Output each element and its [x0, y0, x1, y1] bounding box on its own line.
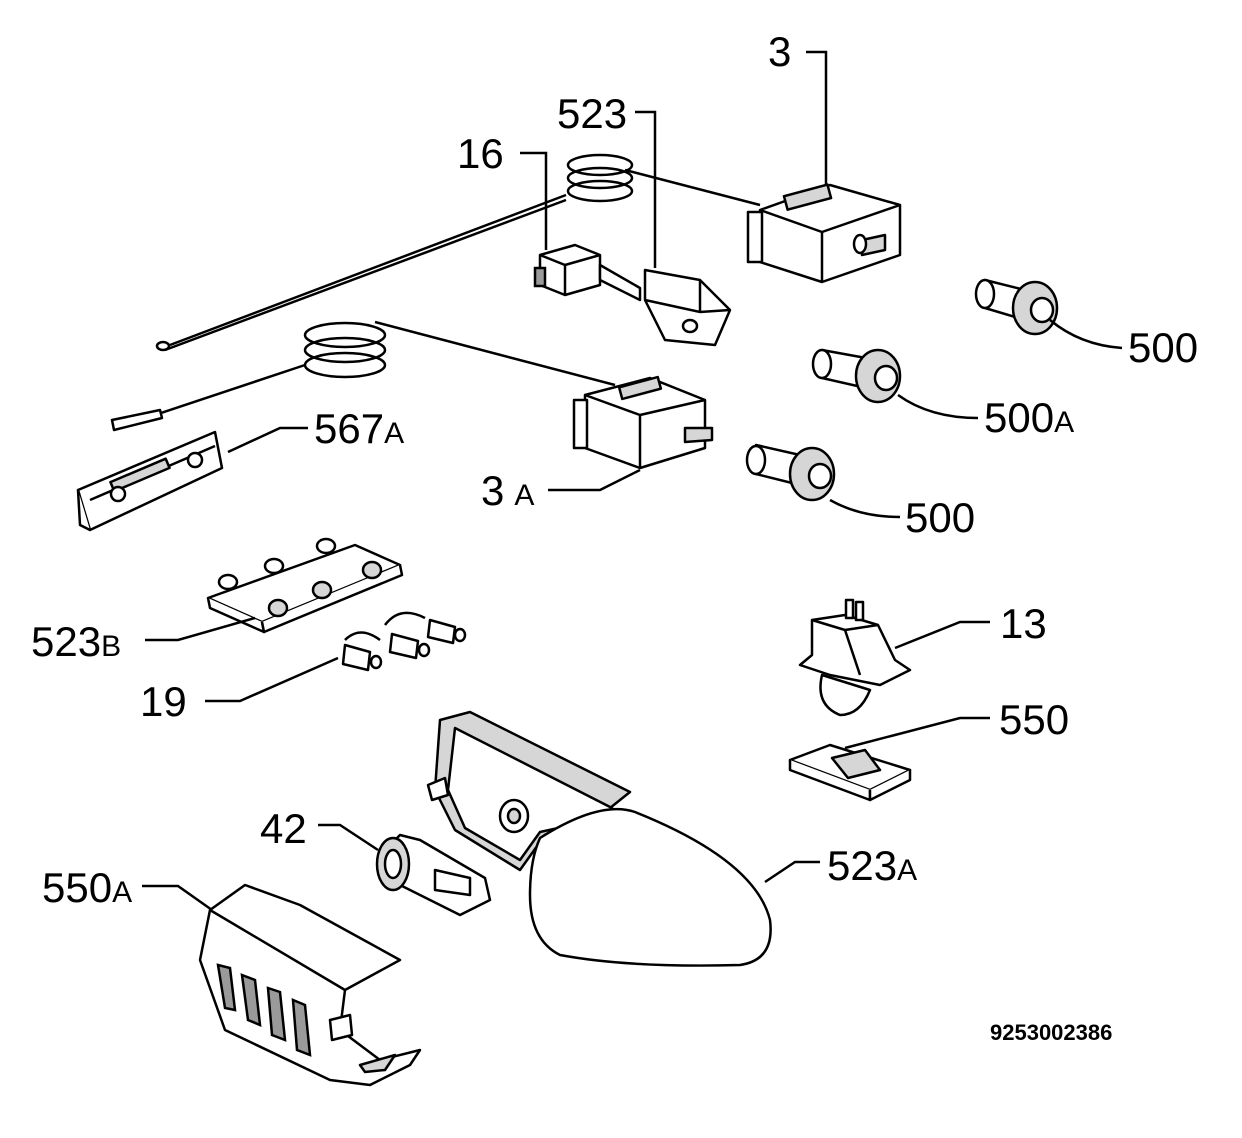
part-523A-housing [426, 710, 772, 967]
label-550A-suffix: A [112, 876, 132, 909]
label-500A-suffix: A [1054, 406, 1074, 439]
label-523B: 523B [31, 618, 121, 665]
label-16: 16 [457, 130, 504, 177]
label-3: 3 [768, 28, 791, 75]
document-number: 9253002386 [990, 1020, 1112, 1045]
label-500A: 500A [984, 394, 1074, 441]
part-3A-thermostat [110, 320, 714, 470]
label-550A: 550A [42, 864, 132, 911]
label-523A: 523A [827, 842, 917, 889]
part-500-knob-lower [745, 443, 836, 502]
label-567A: 567A [314, 405, 404, 452]
part-567A-bracket [76, 430, 224, 532]
part-550A-cover [198, 883, 422, 1087]
label-523B-suffix: B [101, 630, 121, 663]
label-550A-number: 550 [42, 864, 112, 911]
part-13-socket [798, 598, 912, 717]
label-523B-number: 523 [31, 618, 101, 665]
part-19-bulbs [341, 611, 467, 672]
part-500-knob-upper [974, 278, 1059, 336]
label-567A-suffix: A [384, 417, 404, 450]
label-500-lower: 500 [905, 494, 975, 541]
label-567A-number: 567 [314, 405, 384, 452]
part-16-switch [533, 243, 642, 302]
part-42-socket [375, 833, 492, 917]
label-500A-number: 500 [984, 394, 1054, 441]
label-550: 550 [999, 696, 1069, 743]
part-523-bracket [643, 268, 732, 347]
label-3A-number: 3 [481, 467, 504, 514]
label-13: 13 [1000, 600, 1047, 647]
part-523B-strip [206, 537, 404, 634]
part-550-clip [788, 743, 912, 802]
label-523: 523 [557, 90, 627, 137]
label-19: 19 [140, 678, 187, 725]
part-3-thermostat [155, 153, 902, 352]
leader-lines [142, 50, 1123, 912]
label-523A-suffix: A [897, 854, 917, 887]
label-42: 42 [260, 805, 307, 852]
label-500-upper: 500 [1128, 324, 1198, 371]
label-3A-suffix: A [514, 479, 534, 512]
part-500A-knob [811, 348, 902, 404]
label-523A-number: 523 [827, 842, 897, 889]
